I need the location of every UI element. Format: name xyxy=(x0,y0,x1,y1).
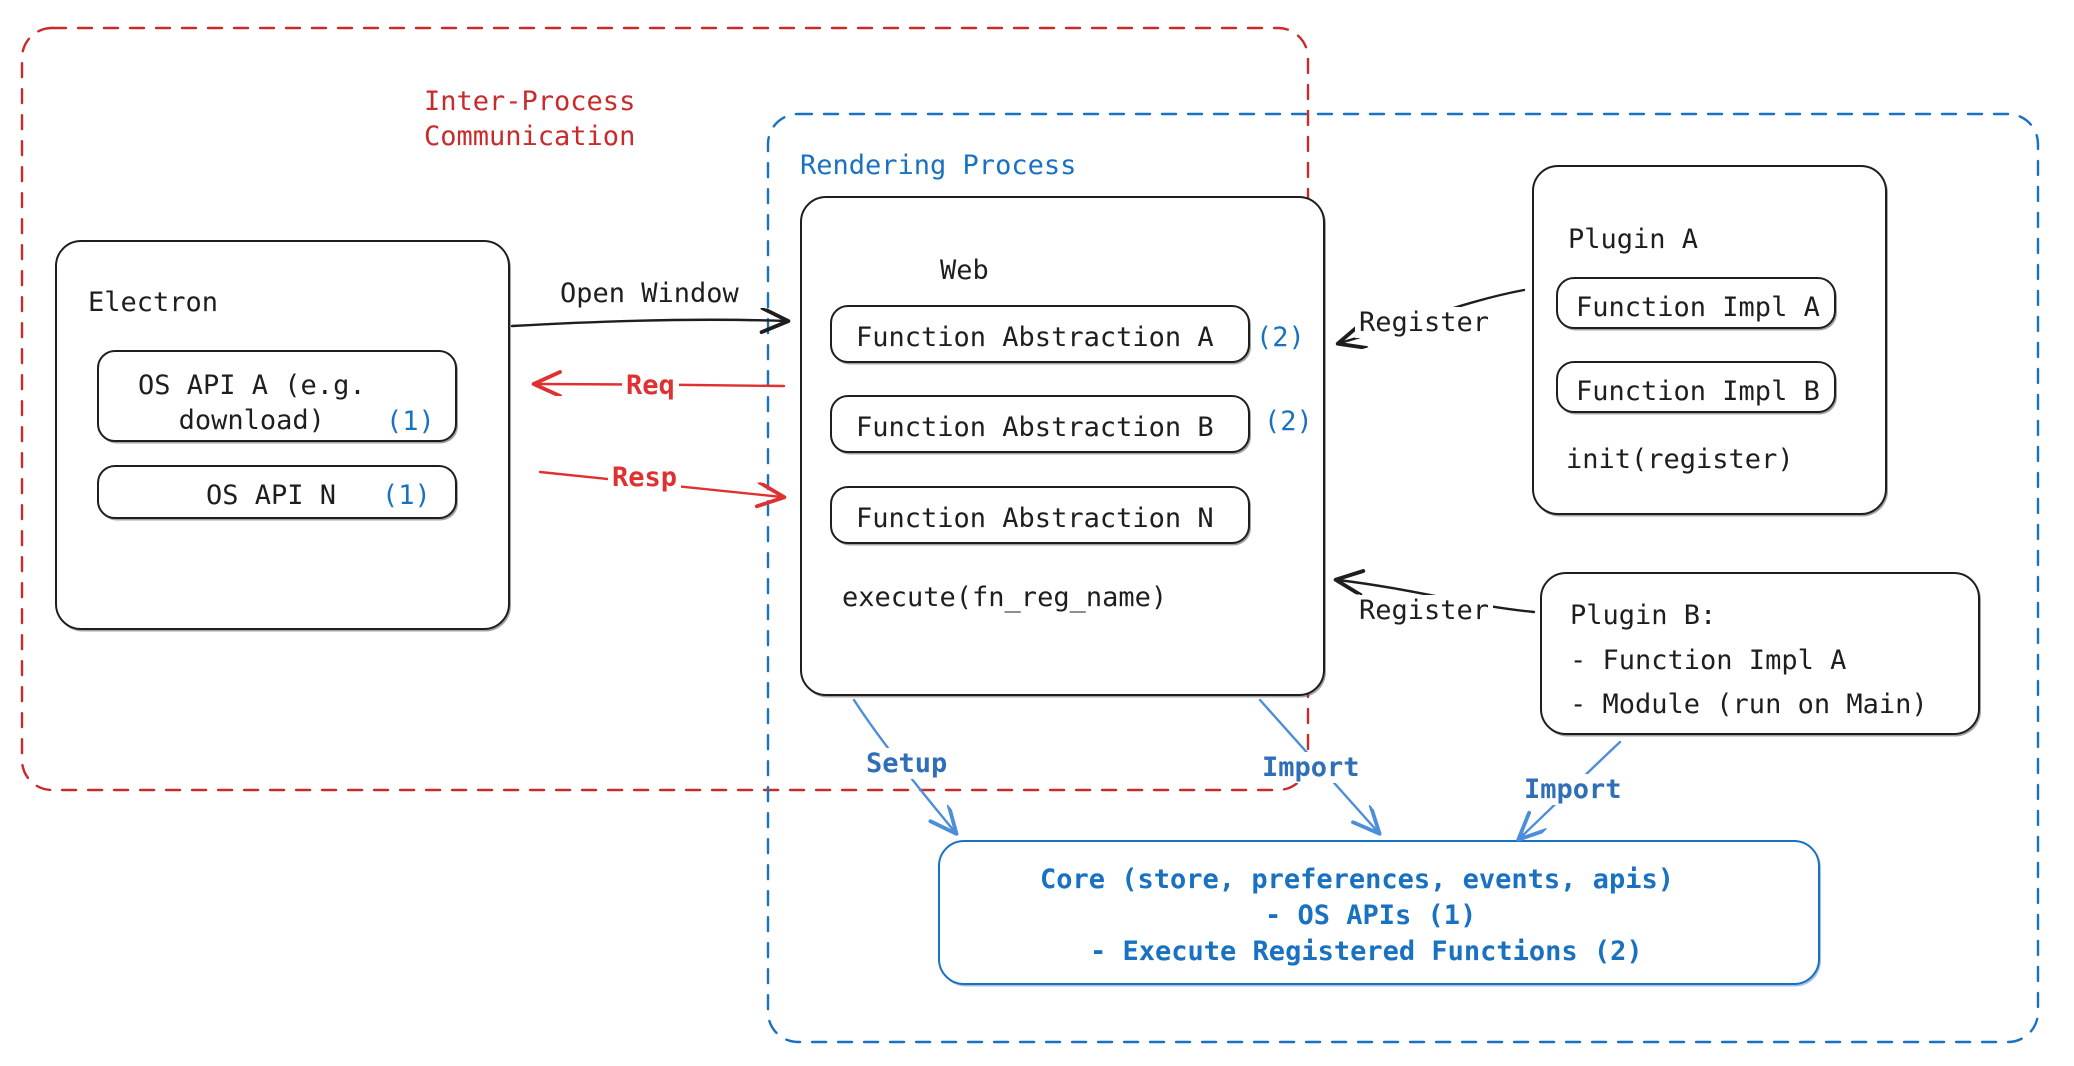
web-execute-label: execute(fn_reg_name) xyxy=(842,582,1168,613)
plugin-b-line-1: - Function Impl A xyxy=(1570,645,1847,676)
plugin-b-line-2: - Module (run on Main) xyxy=(1570,689,1928,720)
ipc-container-label: Inter-Process Communication xyxy=(424,86,636,153)
function-impl-a-label: Function Impl A xyxy=(1576,292,1820,323)
edge-label-register-b: Register xyxy=(1355,595,1494,626)
function-abstraction-a-tag: (2) xyxy=(1256,322,1305,353)
plugin-b-title: Plugin B: xyxy=(1570,600,1717,631)
function-impl-a-box[interactable] xyxy=(1556,277,1836,329)
rendering-process-container-outline xyxy=(766,112,2040,1044)
core-line-1: Core (store, preferences, events, apis) xyxy=(1040,864,1674,895)
function-impl-b-box[interactable] xyxy=(1556,361,1836,413)
rendering-process-container-label: Rendering Process xyxy=(800,150,1077,181)
web-title: Web xyxy=(940,255,989,286)
edge-label-import-plugin-b: Import xyxy=(1520,774,1626,805)
edge-label-open-window: Open Window xyxy=(556,278,743,309)
function-impl-b-label: Function Impl B xyxy=(1576,376,1820,407)
os-api-n-tag: (1) xyxy=(382,480,431,511)
electron-title: Electron xyxy=(88,287,219,318)
os-api-n-label: OS API N xyxy=(206,480,337,511)
function-abstraction-b-box[interactable] xyxy=(830,395,1250,453)
function-abstraction-n-box[interactable] xyxy=(830,486,1250,544)
core-line-3: - Execute Registered Functions (2) xyxy=(1090,936,1643,967)
function-abstraction-n-label: Function Abstraction N xyxy=(856,503,1214,534)
edge-label-setup: Setup xyxy=(862,748,952,779)
plugin-a-init-label: init(register) xyxy=(1566,444,1794,475)
os-api-a-label: OS API A (e.g. download) xyxy=(138,370,366,437)
function-abstraction-a-box[interactable] xyxy=(830,305,1250,363)
function-abstraction-b-label: Function Abstraction B xyxy=(856,412,1214,443)
core-line-2: - OS APIs (1) xyxy=(1265,900,1477,931)
function-abstraction-a-label: Function Abstraction A xyxy=(856,322,1214,353)
plugin-b-box[interactable] xyxy=(1540,572,1980,735)
plugin-a-title: Plugin A xyxy=(1568,224,1699,255)
plugin-a-box[interactable] xyxy=(1532,165,1887,515)
edge-label-import-web: Import xyxy=(1258,752,1364,783)
os-api-a-box[interactable] xyxy=(97,350,457,442)
edge-label-req: Req xyxy=(622,370,679,401)
edge-label-register-a: Register xyxy=(1355,307,1494,338)
core-box[interactable] xyxy=(938,840,1820,985)
os-api-n-box[interactable] xyxy=(97,465,457,519)
edge-open-window xyxy=(510,320,786,326)
function-abstraction-b-tag: (2) xyxy=(1264,406,1313,437)
edge-label-resp: Resp xyxy=(608,462,682,493)
os-api-a-tag: (1) xyxy=(386,406,435,437)
